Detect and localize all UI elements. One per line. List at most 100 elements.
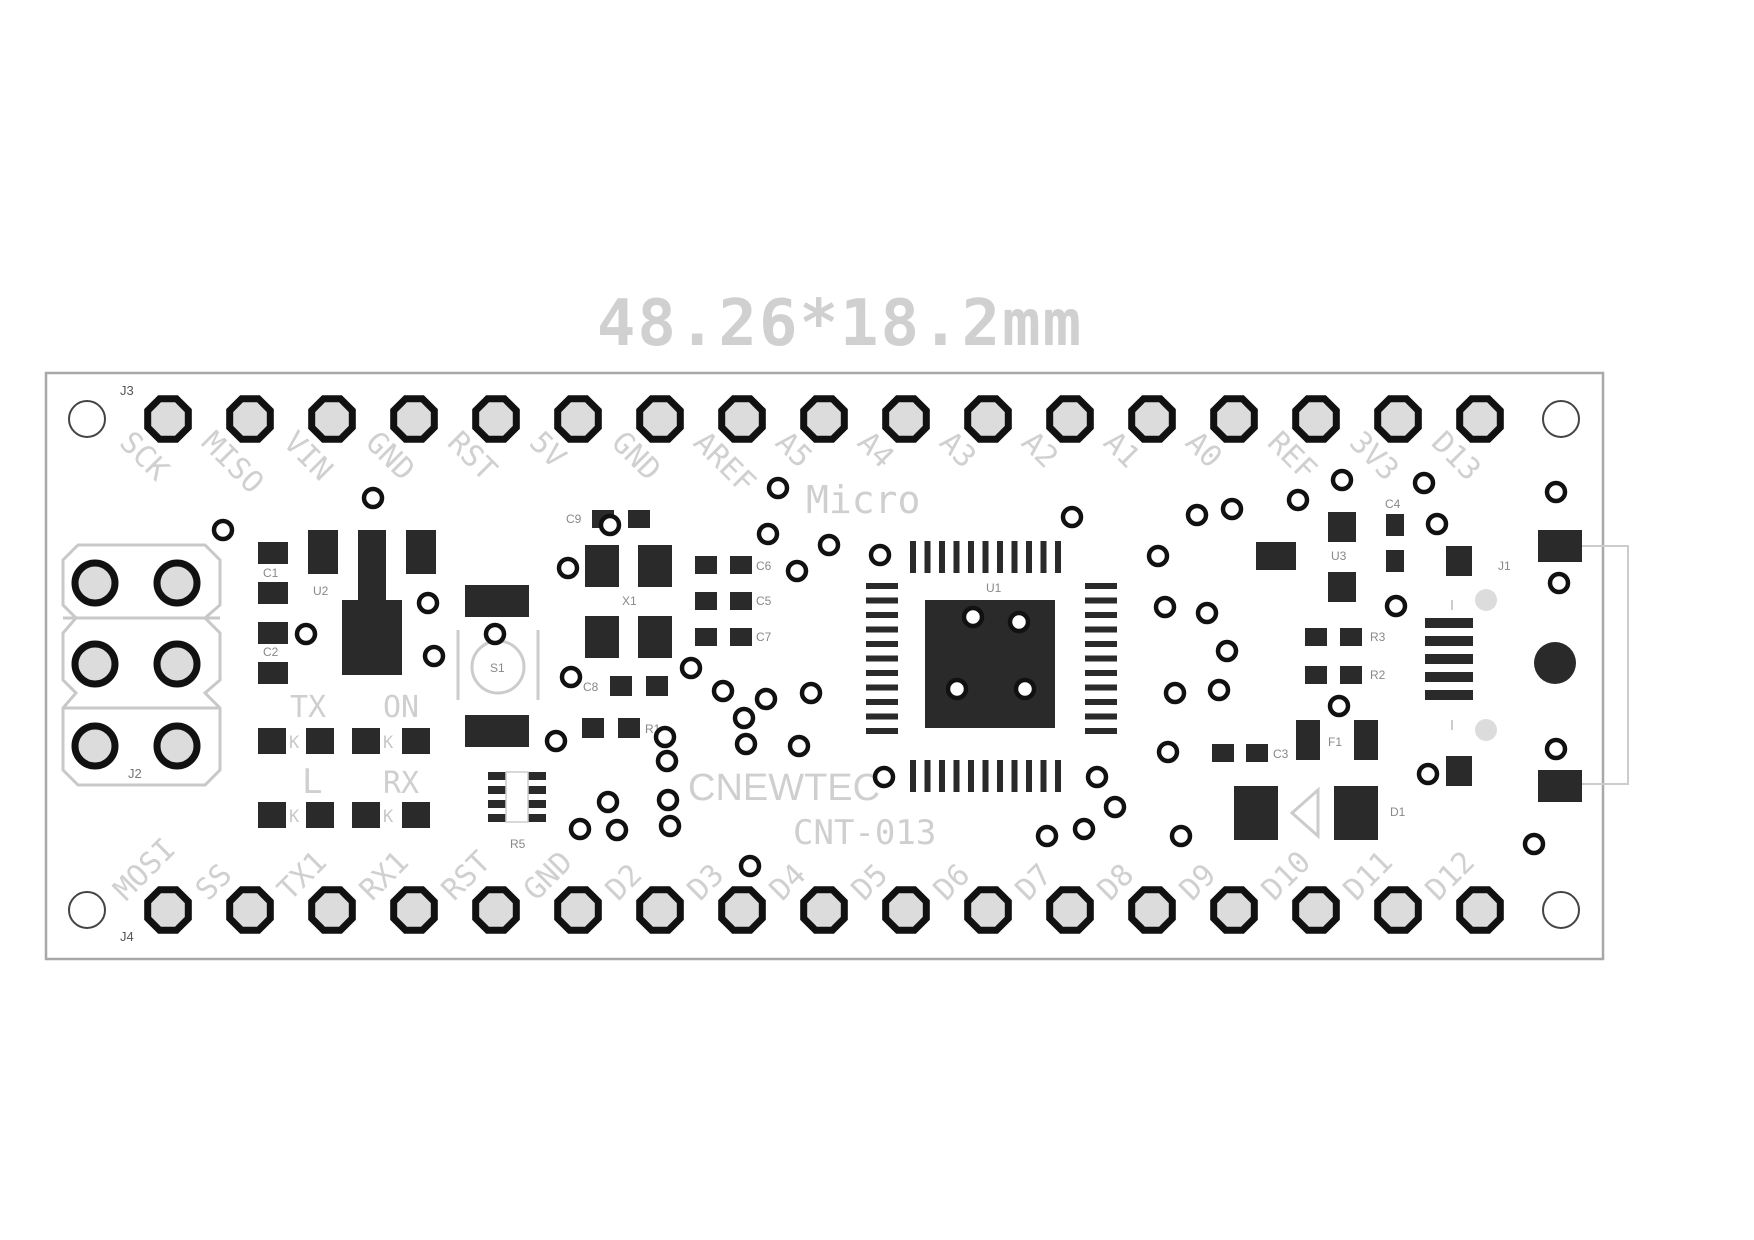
- via: [961, 605, 985, 629]
- via: [416, 591, 440, 615]
- header-pad-top: [718, 395, 766, 443]
- ic-pin: [1085, 713, 1117, 720]
- via: [656, 788, 680, 812]
- designator-c6: C6: [756, 559, 772, 573]
- ic-pin: [866, 684, 898, 691]
- header-pad-top: [144, 395, 192, 443]
- header-pad-top: [1128, 395, 1176, 443]
- reset-button-s1: S1: [456, 585, 540, 747]
- header-pad-top: [226, 395, 274, 443]
- header-pad-bottom: [964, 886, 1012, 934]
- power-section: [1212, 512, 1404, 840]
- via: [1330, 468, 1354, 492]
- via: [1169, 824, 1193, 848]
- svg-text:K: K: [383, 807, 394, 827]
- ic-pin: [866, 612, 898, 618]
- designator-c4: C4: [1385, 497, 1401, 511]
- via: [1103, 795, 1127, 819]
- mounting-hole: [1542, 891, 1580, 929]
- ic-pin: [1085, 684, 1117, 691]
- via: [1544, 480, 1568, 504]
- ic-pin: [997, 541, 1003, 573]
- header-pad-top: [800, 395, 848, 443]
- brand-label: CNEWTEC: [688, 767, 880, 809]
- mounting-hole: [68, 891, 106, 929]
- header-pad-bottom: [472, 886, 520, 934]
- ic-pin: [1085, 641, 1117, 647]
- icsp-pad: [71, 559, 119, 607]
- ic-pin: [866, 641, 898, 647]
- via: [1146, 544, 1170, 568]
- model-label: CNT-013: [793, 813, 936, 853]
- header-pad-top: [636, 395, 684, 443]
- header-pad-bottom: [144, 886, 192, 934]
- header-pad-bottom: [1128, 886, 1176, 934]
- ic-pin: [1085, 583, 1117, 589]
- via: [1286, 488, 1310, 512]
- icsp-outline: [61, 543, 222, 787]
- via: [756, 522, 780, 546]
- ic-pin: [953, 760, 960, 792]
- usb-connector-j1: J1: [1425, 530, 1629, 802]
- via: [605, 818, 629, 842]
- icsp-pad: [153, 559, 201, 607]
- svg-text:K: K: [383, 733, 394, 753]
- header-pad-bottom: [1210, 886, 1258, 934]
- icsp-header-j2: J2: [61, 543, 222, 787]
- header-pad-top: [1374, 395, 1422, 443]
- via: [799, 681, 823, 705]
- header-j3-pins: [144, 395, 1504, 443]
- via: [544, 729, 568, 753]
- via: [738, 854, 762, 878]
- diode-symbol: [1289, 786, 1320, 840]
- header-pad-top: [554, 395, 602, 443]
- header-pad-bottom: [636, 886, 684, 934]
- icsp-pad: [153, 722, 201, 770]
- ic-pin: [1011, 541, 1018, 573]
- header-pad-bottom: [226, 886, 274, 934]
- via: [732, 706, 756, 730]
- ic-pin: [953, 541, 960, 573]
- ic-pin: [1011, 760, 1018, 792]
- designator-r2: R2: [1370, 668, 1386, 682]
- header-pad-bottom: [554, 886, 602, 934]
- led-label-rx: RX: [383, 766, 419, 801]
- designator-u3: U3: [1331, 549, 1347, 563]
- crystal-section-x1: [582, 510, 752, 738]
- designator-x1: X1: [622, 594, 637, 608]
- ic-pin: [1085, 612, 1117, 618]
- mounting-hole: [68, 400, 106, 438]
- header-pad-top: [308, 395, 356, 443]
- designator-f1: F1: [1328, 735, 1342, 749]
- via: [1153, 595, 1177, 619]
- via: [1060, 505, 1084, 529]
- via: [211, 518, 235, 542]
- header-pad-bottom: [1046, 886, 1094, 934]
- variant-label: Micro: [806, 478, 920, 522]
- header-pad-top: [472, 395, 520, 443]
- ic-pin: [866, 713, 898, 720]
- header-pad-bottom: [1374, 886, 1422, 934]
- via: [1185, 503, 1209, 527]
- via: [658, 814, 682, 838]
- designator-c7: C7: [756, 630, 772, 644]
- ic-pin: [866, 728, 898, 734]
- designator-c2: C2: [263, 645, 279, 659]
- via: [754, 687, 778, 711]
- icsp-pad: [153, 640, 201, 688]
- header-pad-bottom: [882, 886, 930, 934]
- header-pad-bottom: [1292, 886, 1340, 934]
- via: [766, 476, 790, 500]
- board-dimension-label: 48.26*18.2mm: [597, 287, 1083, 361]
- via: [556, 556, 580, 580]
- svg-text:K: K: [289, 807, 300, 827]
- via: [1522, 832, 1546, 856]
- ic-pin: [1026, 760, 1032, 792]
- ic-pin: [1055, 760, 1061, 792]
- ic-pin: [910, 760, 916, 792]
- ic-pin: [1055, 541, 1061, 573]
- designator-u2: U2: [313, 584, 329, 598]
- via: [1220, 497, 1244, 521]
- ic-pin: [1085, 699, 1117, 705]
- icsp-pad: [71, 640, 119, 688]
